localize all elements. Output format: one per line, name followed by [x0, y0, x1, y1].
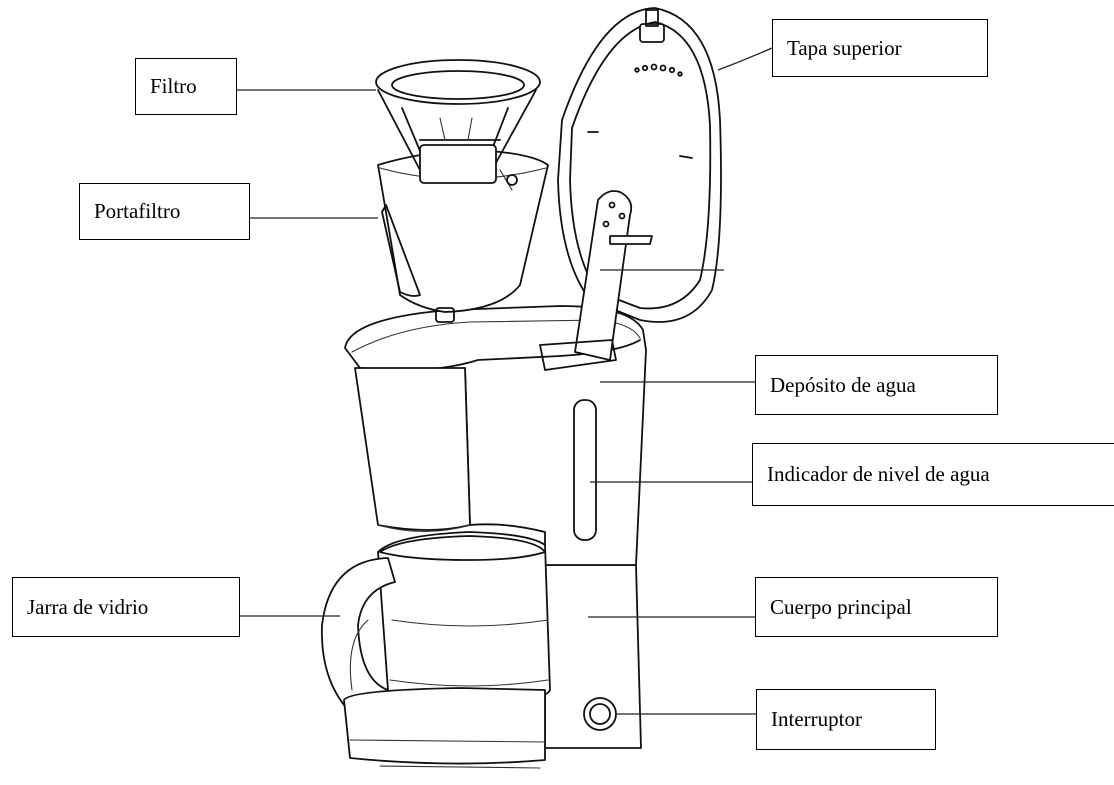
label-deposito-de-agua: Depósito de agua [755, 355, 998, 415]
label-filtro: Filtro [135, 58, 237, 115]
label-cuerpo-principal: Cuerpo principal [755, 577, 998, 637]
lid-vent-holes [634, 63, 683, 77]
label-tapa-superior: Tapa superior [772, 19, 988, 77]
leader-lines [237, 47, 773, 715]
filter-holder-drawing [377, 149, 549, 323]
label-indicador-de-nivel: Indicador de nivel de agua [752, 443, 1114, 506]
top-lid-drawing [539, 7, 722, 371]
label-interruptor: Interruptor [756, 689, 936, 750]
filter-drawing [375, 59, 541, 184]
label-jarra-de-vidrio: Jarra de vidrio [12, 577, 240, 637]
leader-tapa [717, 47, 773, 71]
label-portafiltro: Portafiltro [79, 183, 250, 240]
glass-carafe-drawing [321, 531, 551, 769]
brew-housing-drawing [354, 367, 471, 533]
